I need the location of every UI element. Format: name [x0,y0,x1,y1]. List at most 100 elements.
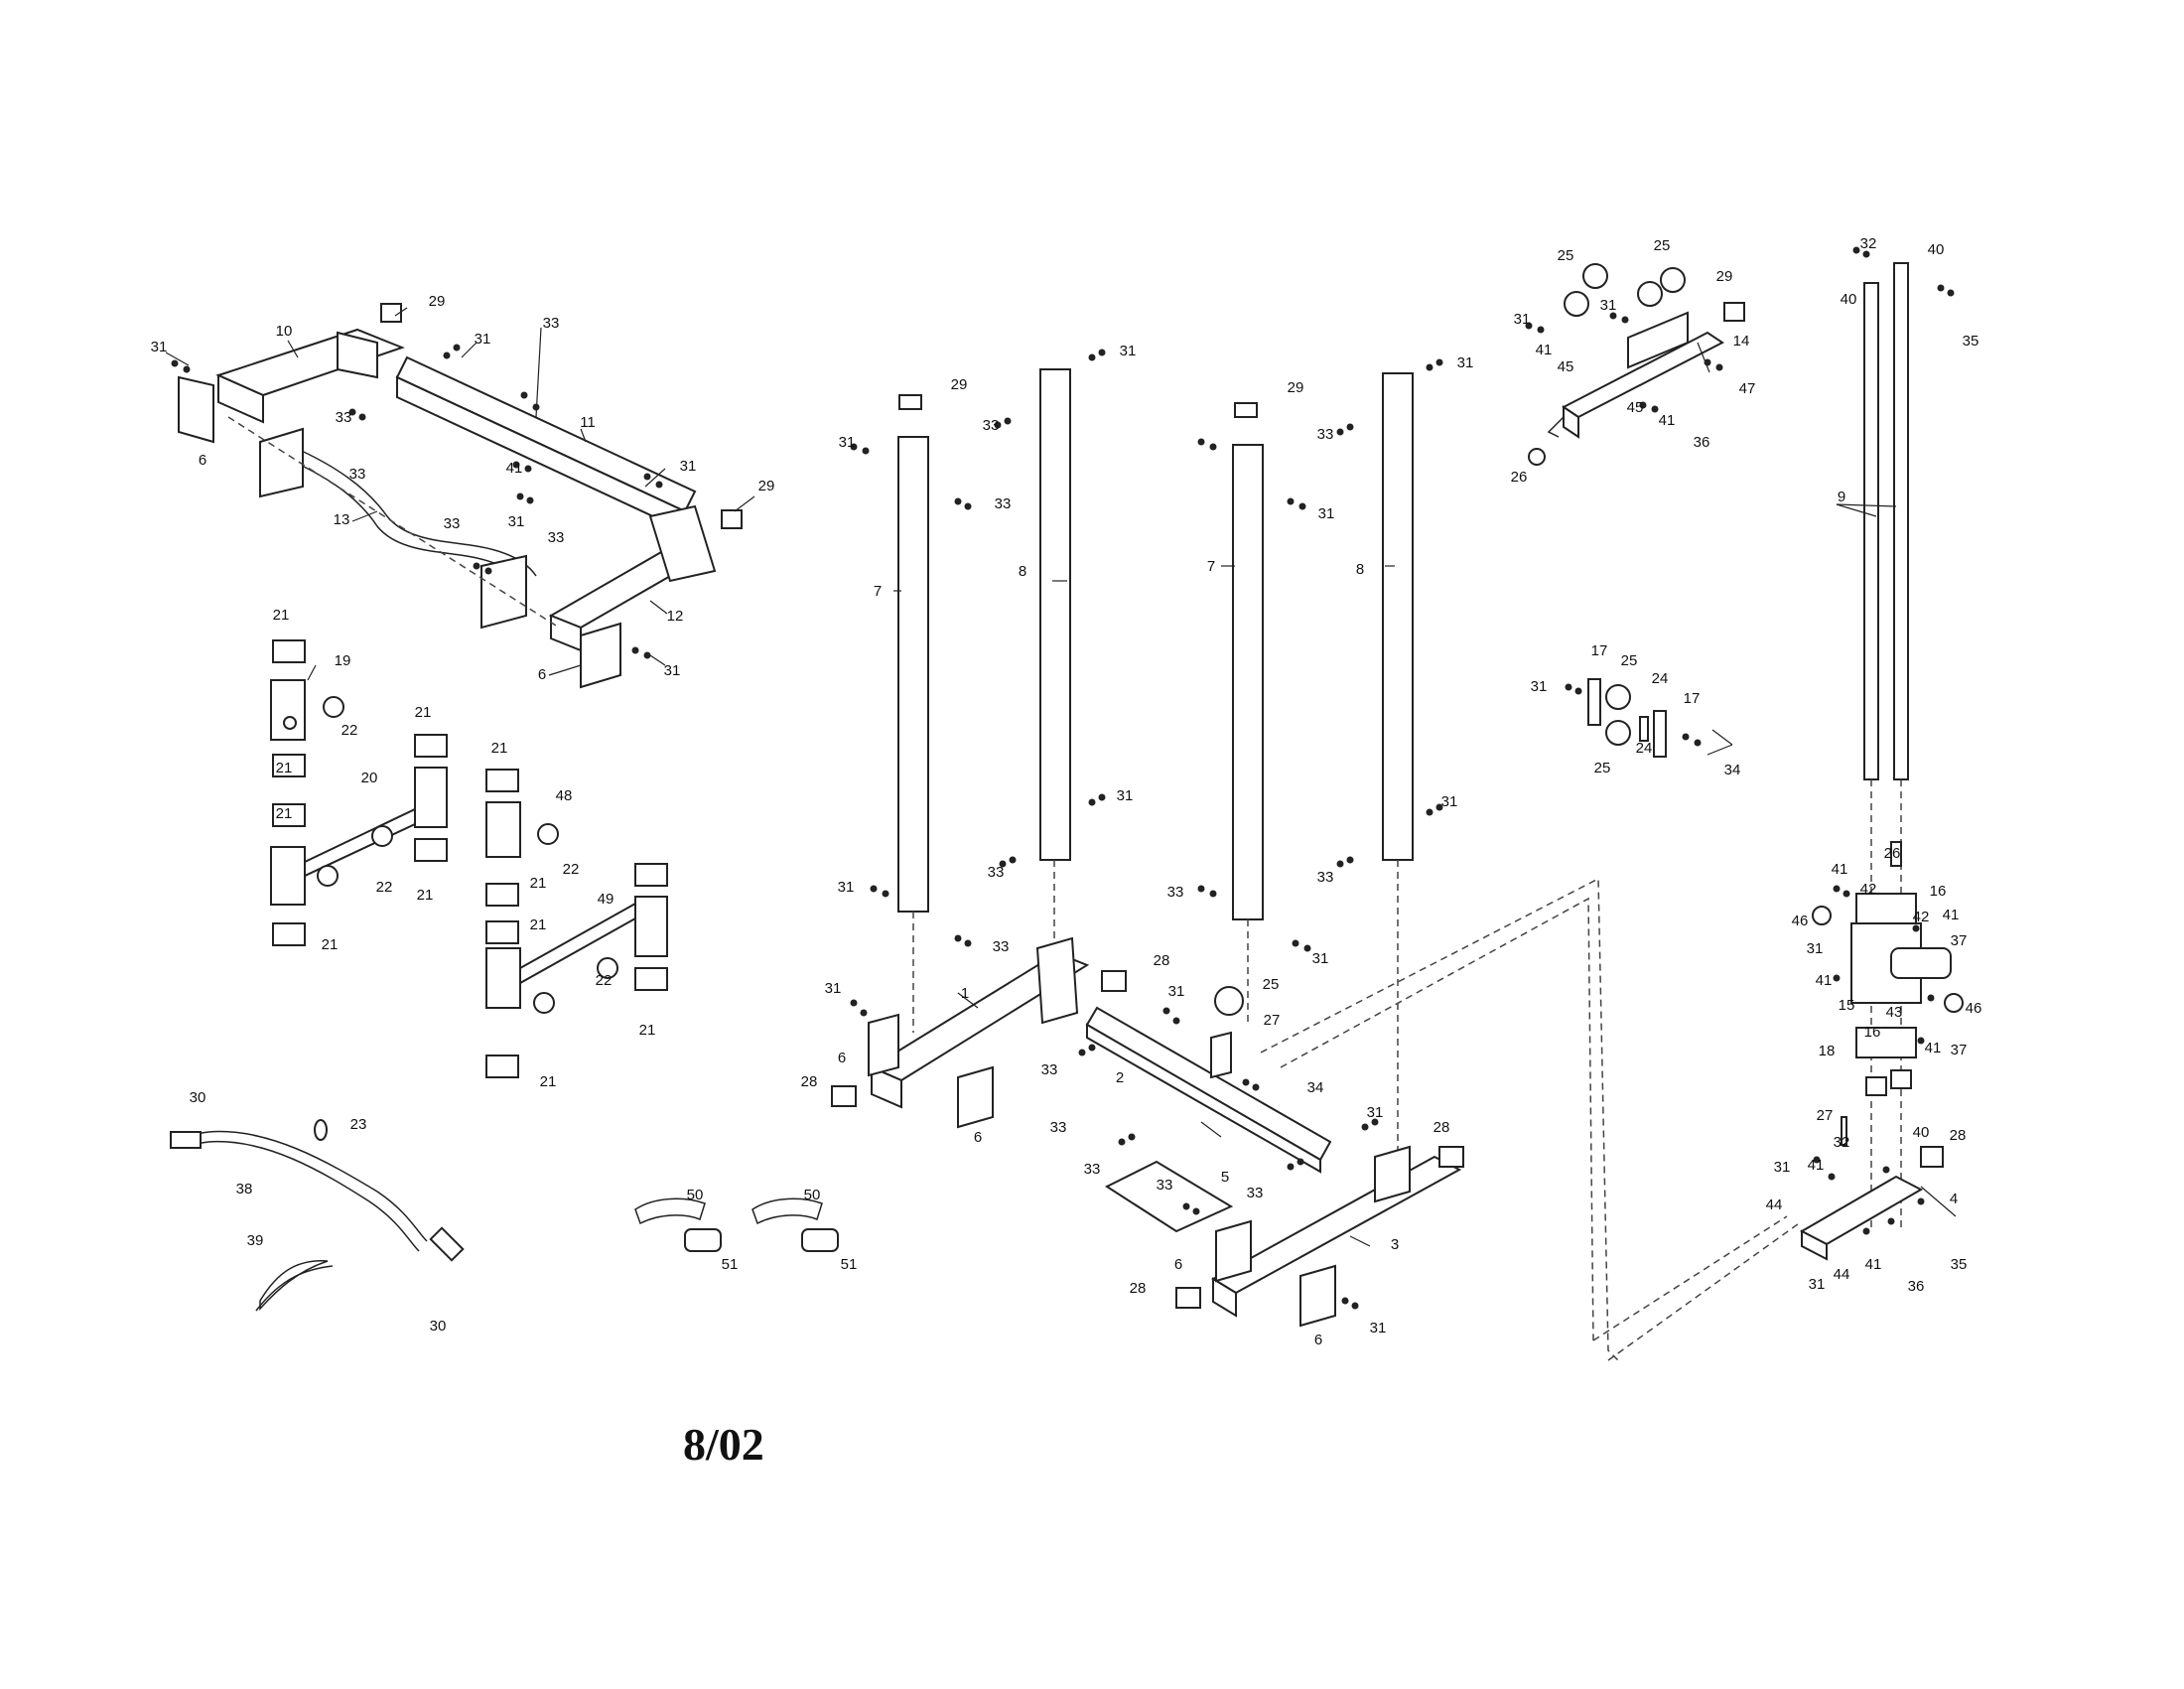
part-39-strap-edge [255,1265,334,1312]
part-21-end-cap [272,639,306,663]
callout-label: 2 [1116,1069,1124,1086]
callout-label: 44 [1766,1196,1783,1213]
part-9-guide-rod [1893,262,1909,780]
callout-label: 44 [1834,1266,1850,1283]
callout-label: 12 [667,608,684,625]
callout-label: 33 [993,938,1010,955]
callout-label: 21 [417,887,434,904]
callout-label: 31 [1457,354,1474,371]
callout-label: 13 [334,511,350,528]
callout-label: 51 [722,1256,739,1273]
part-12-bracket [648,504,717,583]
callout-label: 21 [415,704,432,721]
callout-label: 33 [1084,1161,1101,1178]
part-28-end-cap [1438,1146,1464,1168]
part-21-end-cap [272,754,306,777]
part-4-base-side [1801,1229,1828,1261]
part-11-frame-side [396,375,686,533]
callout-label: 33 [988,864,1005,881]
part-6-mount-plate [259,427,304,498]
part-7-upright [1232,444,1264,920]
accessories [170,1119,839,1312]
part-21-end-cap [485,920,519,944]
callout-label: 50 [804,1187,821,1203]
callout-label: 33 [336,409,352,426]
part-6-mount-plate [957,1065,994,1129]
part-38-curl-bar [173,1130,428,1242]
callout-label: 35 [1963,333,1979,350]
callout-label: 31 [1120,343,1137,359]
callout-label: 51 [841,1256,858,1273]
date-stamp: 8/02 [683,1419,764,1470]
part-21-end-cap [634,863,668,887]
callout-label: 31 [1367,1104,1384,1121]
callout-label: 32 [1834,1134,1850,1151]
callout-label: 25 [1558,247,1574,264]
callout-label: 6 [974,1129,982,1146]
part-8-upright [1039,368,1071,861]
callout-label: 31 [664,662,681,679]
callout-label: 21 [276,760,293,776]
part-29-end-cap [1723,302,1745,322]
callout-label: 16 [1864,1024,1881,1041]
part-19-tube [270,679,306,741]
callout-label: 42 [1860,881,1877,898]
part-22-knob [533,992,555,1014]
callout-label: 45 [1627,399,1644,416]
callout-label: 48 [556,787,573,804]
leader-lines [165,307,1957,1247]
part-11-frame-tube [395,355,697,513]
callout-label: 8 [1019,563,1026,580]
part-3-base-end [1212,1277,1237,1318]
callout-label: 17 [1684,690,1701,707]
callout-label: 36 [1908,1278,1925,1295]
part-25-pulley [1605,720,1631,746]
callout-label: 17 [1591,642,1608,659]
callout-label: 41 [1943,907,1960,923]
callout-label: 41 [1832,861,1848,878]
callout-label: 21 [491,740,508,757]
part-51-pad [684,1228,722,1252]
callout-label: 31 [1807,940,1824,957]
callout-label: 7 [1207,558,1215,575]
part-26-knob [1528,448,1546,466]
callout-label: 6 [1174,1256,1182,1273]
callout-label: 35 [1951,1256,1968,1273]
callout-label: 27 [1817,1107,1834,1124]
part-21-end-cap [414,734,448,758]
part-16-block [1855,893,1917,924]
guide-rod-assembly [1799,262,1964,1261]
part-27-pin [1841,1116,1847,1146]
callout-label: 36 [1694,434,1710,451]
part-9-guide-rod [1863,282,1879,780]
roller-assemblies [270,639,668,1078]
cable-path-line [1280,897,1594,1341]
part-25-pulley [1582,263,1608,289]
callout-label: 30 [190,1089,206,1106]
part-6-mount-plate [1299,1264,1336,1328]
callout-label: 46 [1966,1000,1982,1017]
part-39-strap [259,1260,329,1311]
part-21-end-cap [485,769,519,792]
callout-label: 31 [680,458,697,475]
callout-label: 18 [1819,1043,1836,1059]
top-pulley-assembly [1528,263,1745,466]
part-21-end-cap [634,967,668,991]
callout-label: 25 [1621,652,1638,669]
callout-label: 31 [1514,311,1531,328]
callout-label: 28 [1950,1127,1967,1144]
part-46-bumper [1944,993,1964,1013]
callout-label: 31 [1600,297,1617,314]
alignment-line [227,416,557,627]
callout-label: 29 [1716,268,1733,285]
callout-label: 40 [1928,241,1945,258]
part-46-bumper [1812,906,1832,925]
part-50-clip [634,1197,706,1225]
part-29-end-cap [380,303,402,323]
callout-label: 7 [874,583,882,600]
callout-label: 15 [1839,997,1855,1014]
callout-label: 31 [838,879,855,896]
callout-label: 41 [1865,1256,1882,1273]
callout-label: 31 [1441,793,1458,810]
callout-label: 41 [1808,1157,1825,1174]
